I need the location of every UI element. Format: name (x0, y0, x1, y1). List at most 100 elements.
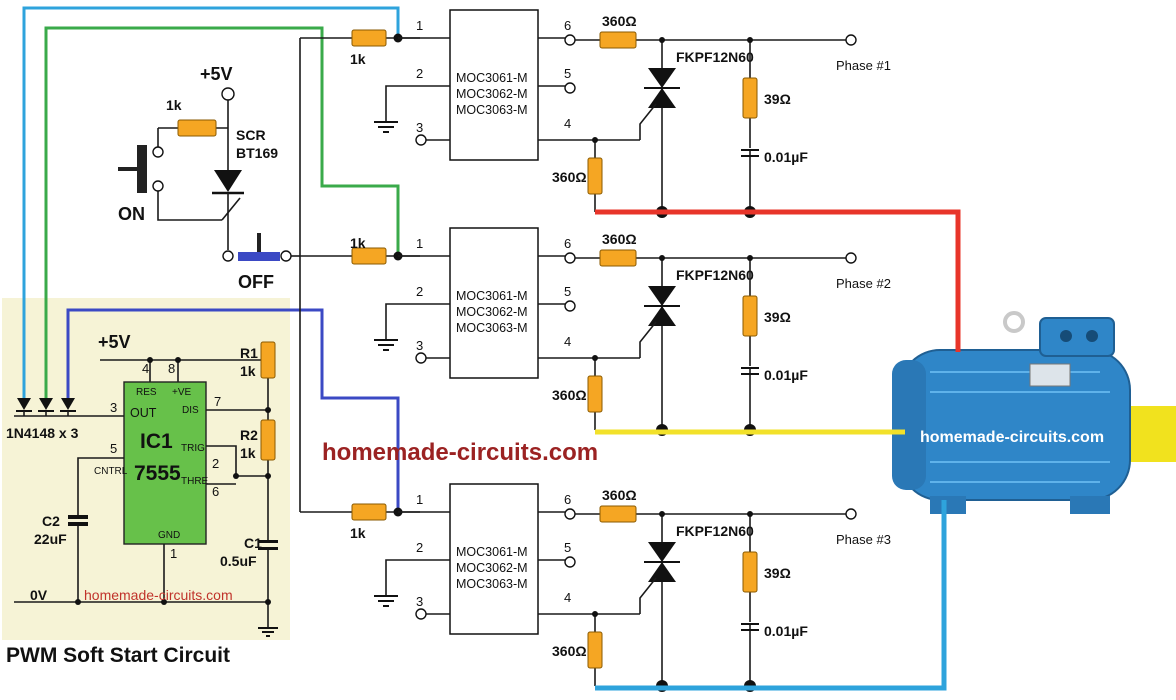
scr-label-1: SCR (236, 127, 266, 143)
phase-3-snubber-resistor-label: 39Ω (764, 565, 791, 581)
phase-1-output-resistor-label: 360Ω (602, 13, 637, 29)
watermark-small: homemade-circuits.com (84, 587, 233, 603)
scr-symbol (214, 170, 242, 192)
phase-1-snubber-capacitor-label: 0.01µF (764, 149, 808, 165)
svg-text:R2: R2 (240, 427, 258, 443)
phase-1-opto-part-3: MOC3063-M (456, 103, 528, 117)
off-label: OFF (238, 272, 274, 292)
svg-text:GND: GND (158, 530, 180, 541)
phase-3-pin-4: 4 (564, 590, 571, 605)
svg-text:6: 6 (212, 484, 219, 499)
scr-resistor-label: 1k (166, 97, 182, 113)
svg-text:0.5uF: 0.5uF (220, 553, 257, 569)
phase-2-output-resistor (599, 249, 637, 267)
svg-text:RES: RES (136, 387, 157, 398)
phase-2-terminal (845, 252, 857, 264)
phase-1-triac-symbol (648, 68, 676, 88)
phase-2-label: Phase #2 (836, 276, 891, 291)
svg-text:5: 5 (110, 441, 117, 456)
phase-3-triac-symbol (648, 542, 676, 562)
phase-2-triac-label: FKPF12N60 (676, 267, 754, 283)
svg-text:TRIG: TRIG (181, 443, 205, 454)
wire-green-phase2 (44, 26, 400, 398)
phase-2-output-resistor-label: 360Ω (602, 231, 637, 247)
r2-resistor (260, 419, 276, 461)
phase-1-pin-5: 5 (564, 66, 571, 81)
svg-text:3: 3 (110, 400, 117, 415)
phase-1-snubber-resistor-label: 39Ω (764, 91, 791, 107)
phase-3-optocoupler (449, 483, 539, 635)
phase-2-opto-part-2: MOC3062-M (456, 305, 528, 319)
phase-1-input-resistor-label: 1k (350, 51, 366, 67)
phase1-return-line (595, 209, 961, 352)
phase-3-triac-label: FKPF12N60 (676, 523, 754, 539)
svg-text:+VE: +VE (172, 387, 192, 398)
phase-3-pin-3: 3 (416, 594, 423, 609)
phase-1-terminal (845, 34, 857, 46)
phase-1-optocoupler (449, 9, 539, 161)
phase-2-opto-part-1: MOC3061-M (456, 289, 528, 303)
phase-2-pin-6: 6 (564, 236, 571, 251)
phase-2-optocoupler (449, 227, 539, 379)
phase-1-triac-label: FKPF12N60 (676, 49, 754, 65)
svg-text:2: 2 (212, 456, 219, 471)
svg-text:4: 4 (142, 361, 149, 376)
phase-1-opto-part-1: MOC3061-M (456, 71, 528, 85)
phase-3-label: Phase #3 (836, 532, 891, 547)
wire-blue-phase1 (22, 6, 400, 398)
svg-text:R1: R1 (240, 345, 258, 361)
svg-text:7: 7 (214, 394, 221, 409)
phase-3-gate-resistor-label: 360Ω (552, 643, 587, 659)
phase-3-opto-part-1: MOC3061-M (456, 545, 528, 559)
phase-3-output-resistor (599, 505, 637, 523)
phase-3-terminal (845, 508, 857, 520)
motor-nameplate (1029, 363, 1071, 387)
phase-3-pin-5: 5 (564, 540, 571, 555)
on-label: ON (118, 204, 145, 224)
watermark-motor: homemade-circuits.com (920, 429, 1104, 446)
phase-3-gate-resistor (587, 631, 603, 669)
wire-navy-phase3 (66, 308, 400, 510)
phase-1-pin-1: 1 (416, 18, 423, 33)
phase-3-opto-part-3: MOC3063-M (456, 577, 528, 591)
ground-icon (258, 627, 278, 637)
motor-terminal-box (1039, 317, 1115, 357)
svg-text:1: 1 (170, 546, 177, 561)
phase-2-pin-4: 4 (564, 334, 571, 349)
phase-1-pin-4: 4 (564, 116, 571, 131)
phase-2-input-resistor (351, 247, 387, 265)
off-switch-button[interactable] (238, 252, 280, 261)
phase-1-output-resistor (599, 31, 637, 49)
svg-text:1k: 1k (240, 363, 256, 379)
on-switch-button[interactable] (137, 145, 147, 193)
phase-1-opto-part-2: MOC3062-M (456, 87, 528, 101)
phase-modules: 1kMOC3061-MMOC3062-MMOC3063-M123654360ΩP… (300, 9, 891, 692)
supply-label: +5V (200, 64, 233, 84)
r1-resistor (260, 341, 276, 379)
phase-1-input-resistor (351, 29, 387, 47)
phase-3-output-resistor-label: 360Ω (602, 487, 637, 503)
phase-1-module: 1kMOC3061-MMOC3062-MMOC3063-M123654360ΩP… (300, 9, 891, 218)
ic-part: 7555 (134, 462, 181, 485)
phase-2-pin-5: 5 (564, 284, 571, 299)
page-title: PWM Soft Start Circuit (6, 644, 230, 667)
ground-label: 0V (30, 587, 48, 603)
phase3-return-line (595, 500, 947, 691)
c2-name: C2 (42, 513, 60, 529)
phase-2-gate-resistor (587, 375, 603, 413)
phase-2-input-resistor-label: 1k (350, 235, 366, 251)
scr-label-2: BT169 (236, 145, 278, 161)
phase-1-gate-resistor-label: 360Ω (552, 169, 587, 185)
diode-array (16, 398, 76, 416)
phase-2-triac-symbol (648, 286, 676, 306)
motor-lifting-eye (1003, 311, 1025, 333)
motor-shaft (1128, 406, 1176, 462)
phase-1-pin-2: 2 (416, 66, 423, 81)
phase-3-input-resistor (351, 503, 387, 521)
ic1-555-timer (123, 381, 207, 545)
supply-terminal (221, 87, 235, 101)
phase-3-pin-2: 2 (416, 540, 423, 555)
svg-text:1k: 1k (240, 445, 256, 461)
